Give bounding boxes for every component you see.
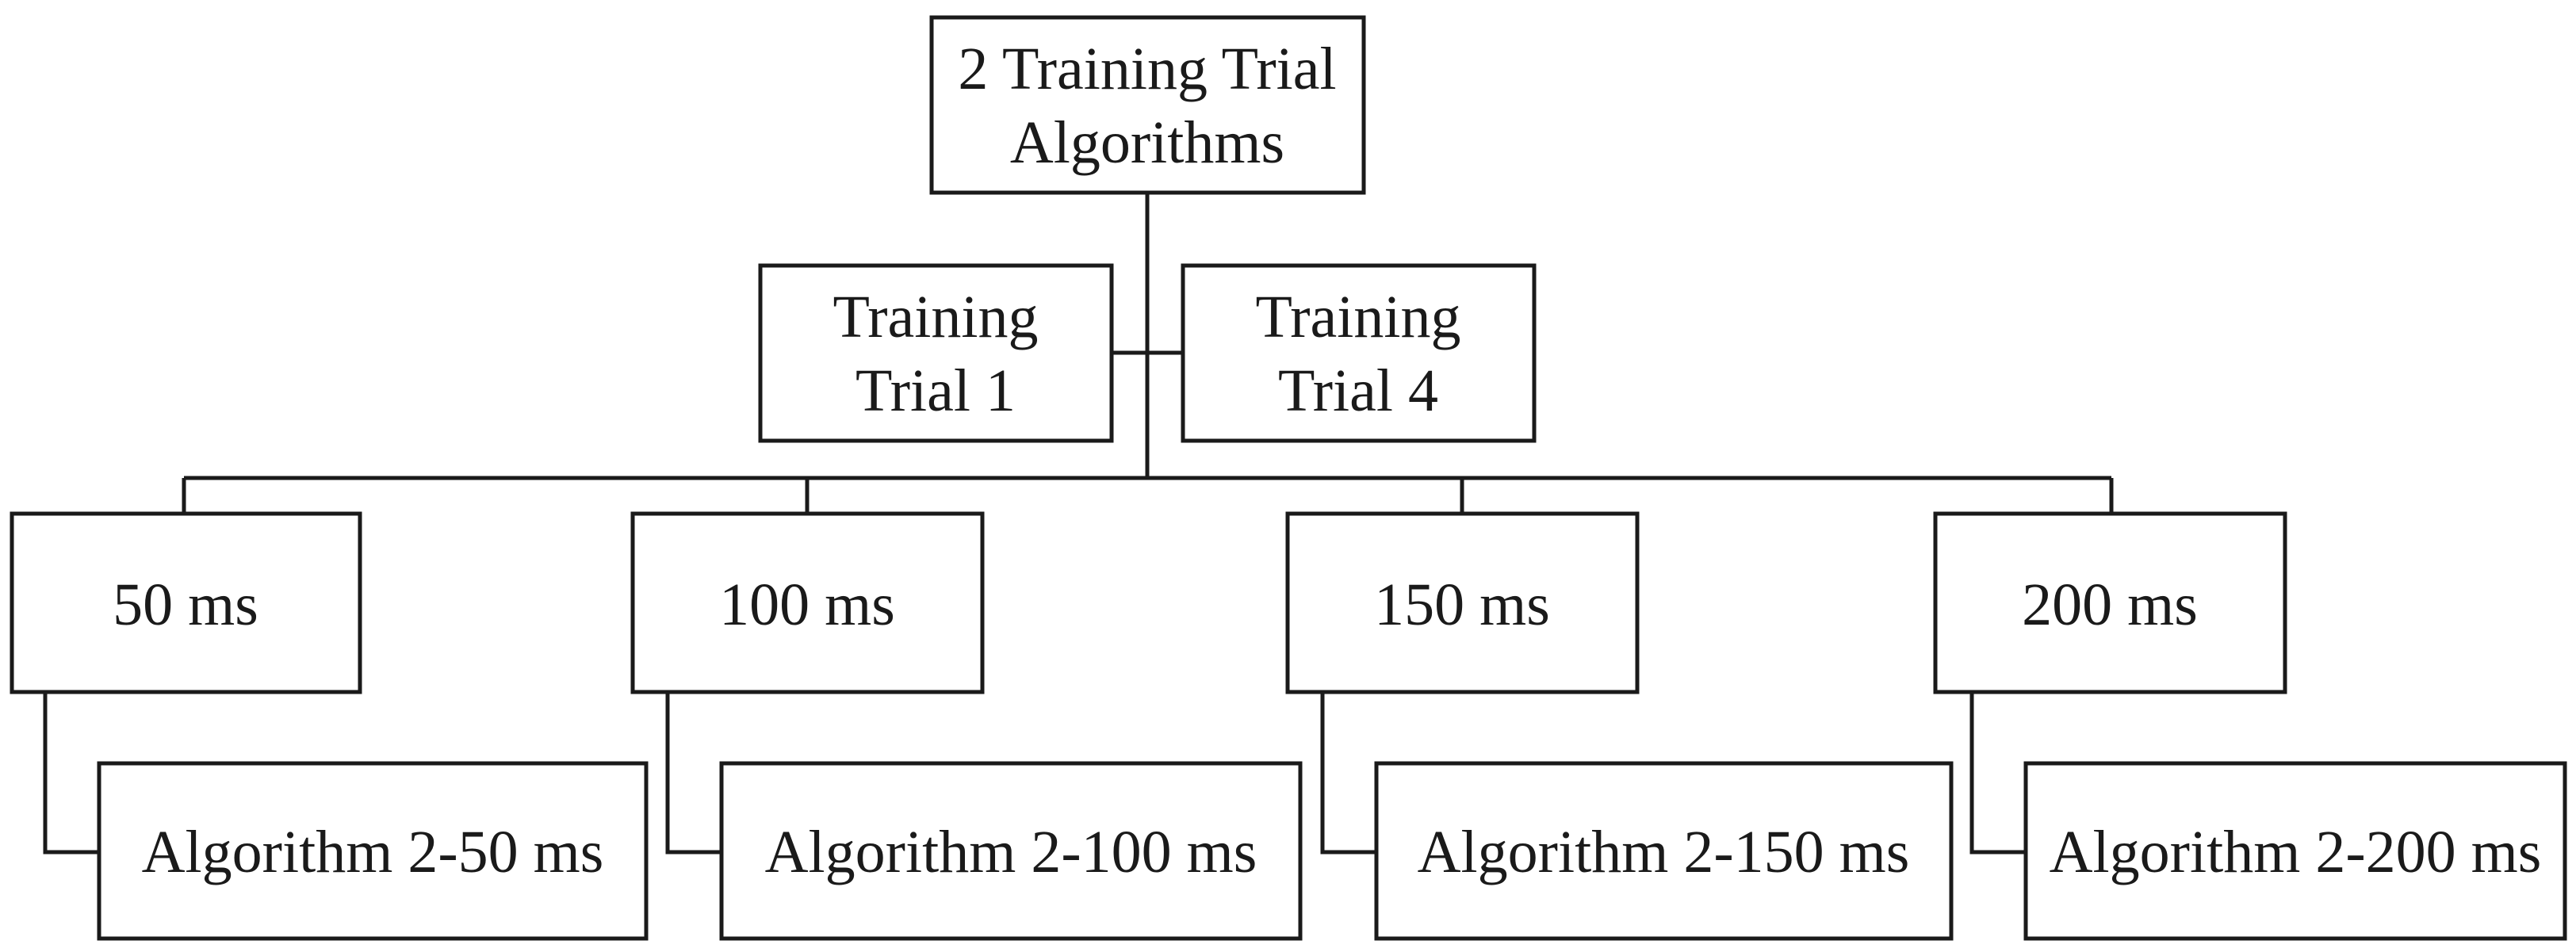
elbow-100 <box>665 692 722 855</box>
interval-node-200: 200 ms <box>1933 511 2287 694</box>
root-line1: 2 Training Trial <box>958 36 1336 102</box>
trial-node-4: Training Trial 4 <box>1181 263 1537 443</box>
interval-200-label: 200 ms <box>2022 572 2198 638</box>
trial-4-line2: Trial 4 <box>1278 357 1438 424</box>
interval-node-50: 50 ms <box>10 511 362 694</box>
elbow-50 <box>43 692 99 855</box>
root-line2: Algorithms <box>1010 109 1284 176</box>
elbow-150 <box>1320 692 1376 855</box>
algorithm-node-150: Algorithm 2-150 ms <box>1374 761 1954 941</box>
algorithm-50-label: Algorithm 2-50 ms <box>142 819 604 885</box>
algorithm-150-label: Algorithm 2-150 ms <box>1418 819 1910 885</box>
root-node: 2 Training Trial Algorithms <box>929 15 1366 195</box>
algorithm-node-50: Algorithm 2-50 ms <box>97 761 649 941</box>
interval-100-label: 100 ms <box>719 572 895 638</box>
algorithm-node-200: Algorithm 2-200 ms <box>2023 761 2567 941</box>
interval-node-100: 100 ms <box>630 511 985 694</box>
trial-4-line1: Training <box>1255 284 1460 350</box>
interval-50-label: 50 ms <box>113 572 258 638</box>
algorithm-200-label: Algorithm 2-200 ms <box>2050 819 2542 885</box>
interval-node-150: 150 ms <box>1285 511 1640 694</box>
trial-1-line2: Trial 1 <box>855 357 1016 424</box>
algorithm-100-label: Algorithm 2-100 ms <box>765 819 1257 885</box>
connectors <box>43 193 2114 855</box>
trial-node-1: Training Trial 1 <box>758 263 1114 443</box>
trial-1-line1: Training <box>833 284 1038 350</box>
elbow-200 <box>1969 692 2026 855</box>
interval-150-label: 150 ms <box>1374 572 1550 638</box>
algorithm-node-100: Algorithm 2-100 ms <box>719 761 1303 941</box>
